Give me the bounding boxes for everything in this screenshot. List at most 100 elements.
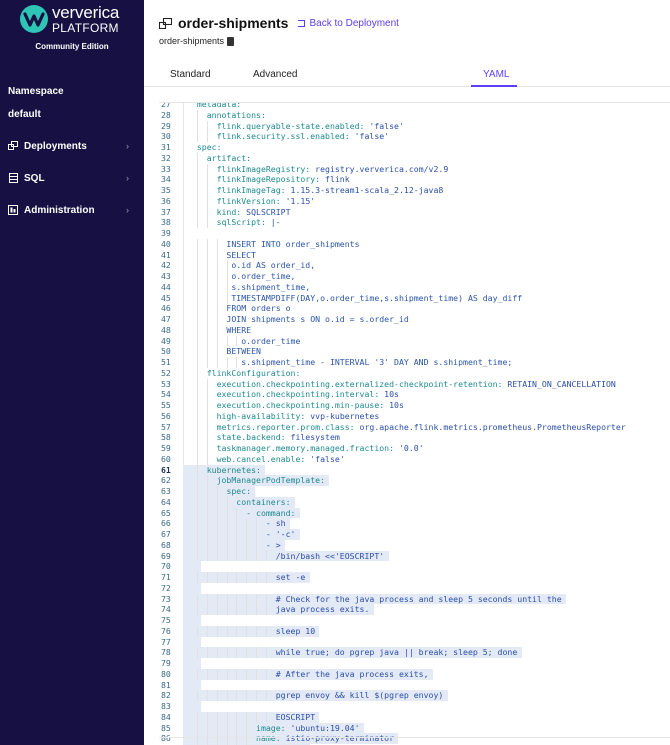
code-line[interactable]: 67 - '-c': [159, 529, 670, 540]
line-number: 53: [161, 378, 171, 389]
tab-advanced[interactable]: Advanced: [253, 69, 298, 80]
code-line[interactable]: 35 flinkImageTag: 1.15.3-stream1-scala_2…: [159, 185, 670, 196]
indent-guide: [246, 604, 248, 615]
code-line[interactable]: 74 java process exits.: [159, 604, 670, 615]
code-line[interactable]: 71 set -e: [159, 572, 670, 583]
code-line[interactable]: 66 - sh: [159, 518, 670, 529]
indent-guide: [196, 711, 198, 723]
indent-guide: [196, 507, 198, 519]
code-line[interactable]: 61 kubernetes:: [159, 464, 670, 476]
sidebar-item-administration[interactable]: Administration ›: [0, 199, 144, 221]
code-line[interactable]: 32 artifact:: [159, 152, 670, 164]
code-line[interactable]: 58 state.backend: filesystem: [159, 432, 670, 443]
code-line[interactable]: 33 flinkImageRegistry: registry.ververic…: [159, 163, 670, 175]
code-line[interactable]: 80 # After the java process exits,: [159, 668, 670, 680]
code-line[interactable]: 83: [159, 701, 670, 712]
copy-icon[interactable]: [227, 36, 235, 46]
code-line[interactable]: 36 flinkVersion: '1.15': [159, 195, 670, 207]
ververica-logo[interactable]: ververica PLATFORM: [20, 3, 130, 35]
tab-yaml[interactable]: YAML: [483, 69, 510, 80]
code-line[interactable]: 59 taskmanager.memory.managed.fraction: …: [159, 443, 670, 454]
code-line[interactable]: 75: [159, 615, 670, 626]
indent-guide: [216, 324, 218, 336]
code-line[interactable]: 43 o.order_time,: [159, 271, 670, 282]
code-line[interactable]: 55 execution.checkpointing.min-pause: 10…: [159, 400, 670, 411]
code-line[interactable]: 29 flink.queryable-state.enabled: 'false…: [159, 120, 670, 132]
indent-guide: [196, 486, 198, 497]
code-line[interactable]: 46 FROM orders o: [159, 303, 670, 314]
code-line[interactable]: 34 flinkImageRepository: flink: [159, 174, 670, 185]
indent-guide: [256, 529, 258, 540]
code-line[interactable]: 39: [159, 228, 670, 239]
code-line[interactable]: 27 metadata:: [159, 103, 670, 110]
line-number: 81: [161, 679, 171, 690]
back-to-deployment-link[interactable]: Back to Deployment: [297, 18, 399, 29]
code-line[interactable]: 79: [159, 658, 670, 669]
code-line[interactable]: 85 image: 'ubuntu:19.04': [159, 722, 670, 734]
code-line[interactable]: 47 JOIN shipments s ON o.id = s.order_id: [159, 314, 670, 325]
selection-highlight: [183, 604, 374, 615]
back-link-label: Back to Deployment: [309, 17, 399, 29]
code-line[interactable]: 63 spec:: [159, 486, 670, 497]
code-line[interactable]: 28 annotations:: [159, 109, 670, 121]
code-line[interactable]: 69 /bin/bash <<'EOSCRIPT': [159, 550, 670, 562]
indent-guide: [236, 518, 238, 529]
code-line[interactable]: 56 high-availability: vvp-kubernetes: [159, 410, 670, 422]
line-number: 66: [161, 518, 171, 529]
code-line[interactable]: 49 o.order_time: [159, 335, 670, 347]
indent-guide: [246, 668, 248, 680]
indent-guide: [206, 335, 208, 347]
code-line[interactable]: 52 flinkConfiguration:: [159, 367, 670, 379]
code-line[interactable]: 50 BETWEEN: [159, 346, 670, 357]
code-line[interactable]: 57 metrics.reporter.prom.class: org.apac…: [159, 421, 670, 433]
selection-highlight: [183, 679, 201, 691]
code-text: execution.checkpointing.interval: 10s: [216, 389, 399, 400]
sidebar-item-deployments[interactable]: Deployments ›: [0, 135, 144, 157]
code-text: o.order_time: [187, 335, 301, 346]
indent-guide: [216, 238, 218, 250]
indent-guide: [226, 604, 228, 615]
line-number: 70: [161, 561, 171, 572]
code-line[interactable]: 60 web.cancel.enable: 'false': [159, 453, 670, 465]
code-line[interactable]: 68 - >: [159, 539, 670, 551]
code-line[interactable]: 82 pgrep envoy && kill $(pgrep envoy): [159, 690, 670, 701]
sidebar-item-sql[interactable]: SQL ›: [0, 167, 144, 189]
tab-standard[interactable]: Standard: [170, 69, 211, 80]
yaml-editor[interactable]: 27 metadata:28 annotations:29 flink.quer…: [159, 102, 670, 745]
code-line[interactable]: 76 sleep 10: [159, 625, 670, 637]
code-text: pgrep envoy && kill $(pgrep envoy): [187, 690, 444, 701]
code-line[interactable]: 31 spec:: [159, 142, 670, 153]
code-line[interactable]: 40 INSERT INTO order_shipments: [159, 238, 670, 250]
code-line[interactable]: 62 jobManagerPodTemplate:: [159, 475, 670, 486]
indent-guide: [226, 711, 228, 723]
code-line[interactable]: 38 sqlScript: |-: [159, 217, 670, 228]
code-line[interactable]: 51 s.shipment_time - INTERVAL '3' DAY AN…: [159, 357, 670, 368]
code-line[interactable]: 54 execution.checkpointing.interval: 10s: [159, 389, 670, 400]
code-line[interactable]: 86 name: istio-proxy-terminator: [159, 733, 670, 744]
code-line[interactable]: 48 WHERE: [159, 324, 670, 336]
code-line[interactable]: 70: [159, 561, 670, 572]
code-line[interactable]: 45 TIMESTAMPDIFF(DAY,o.order_time,s.ship…: [159, 292, 670, 304]
code-line[interactable]: 84 EOSCRIPT: [159, 711, 670, 723]
code-line[interactable]: 78 while true; do pgrep java || break; s…: [159, 647, 670, 658]
line-number: 75: [161, 615, 171, 625]
code-line[interactable]: 37 kind: SQLSCRIPT: [159, 206, 670, 218]
code-line[interactable]: 30 flink.security.ssl.enabled: 'false': [159, 131, 670, 142]
indent-guide: [196, 443, 198, 454]
code-line[interactable]: 42 o.id AS order_id,: [159, 260, 670, 271]
indent-guide: [256, 550, 258, 562]
code-line[interactable]: 73 # Check for the java process and slee…: [159, 593, 670, 605]
indent-guide: [196, 400, 198, 411]
indent-guide: [256, 518, 258, 529]
code-line[interactable]: 72: [159, 582, 670, 594]
code-line[interactable]: 53 execution.checkpointing.externalized-…: [159, 378, 670, 390]
namespace-selector[interactable]: default: [8, 109, 41, 120]
code-line[interactable]: 44 s.shipment_time,: [159, 281, 670, 293]
indent-guide: [216, 593, 218, 605]
code-line[interactable]: 77: [159, 636, 670, 648]
code-line[interactable]: 41 SELECT: [159, 249, 670, 261]
code-line[interactable]: 64 containers:: [159, 496, 670, 508]
indent-guide: [226, 281, 228, 293]
code-line[interactable]: 81: [159, 679, 670, 691]
code-line[interactable]: 65 - command:: [159, 507, 670, 519]
